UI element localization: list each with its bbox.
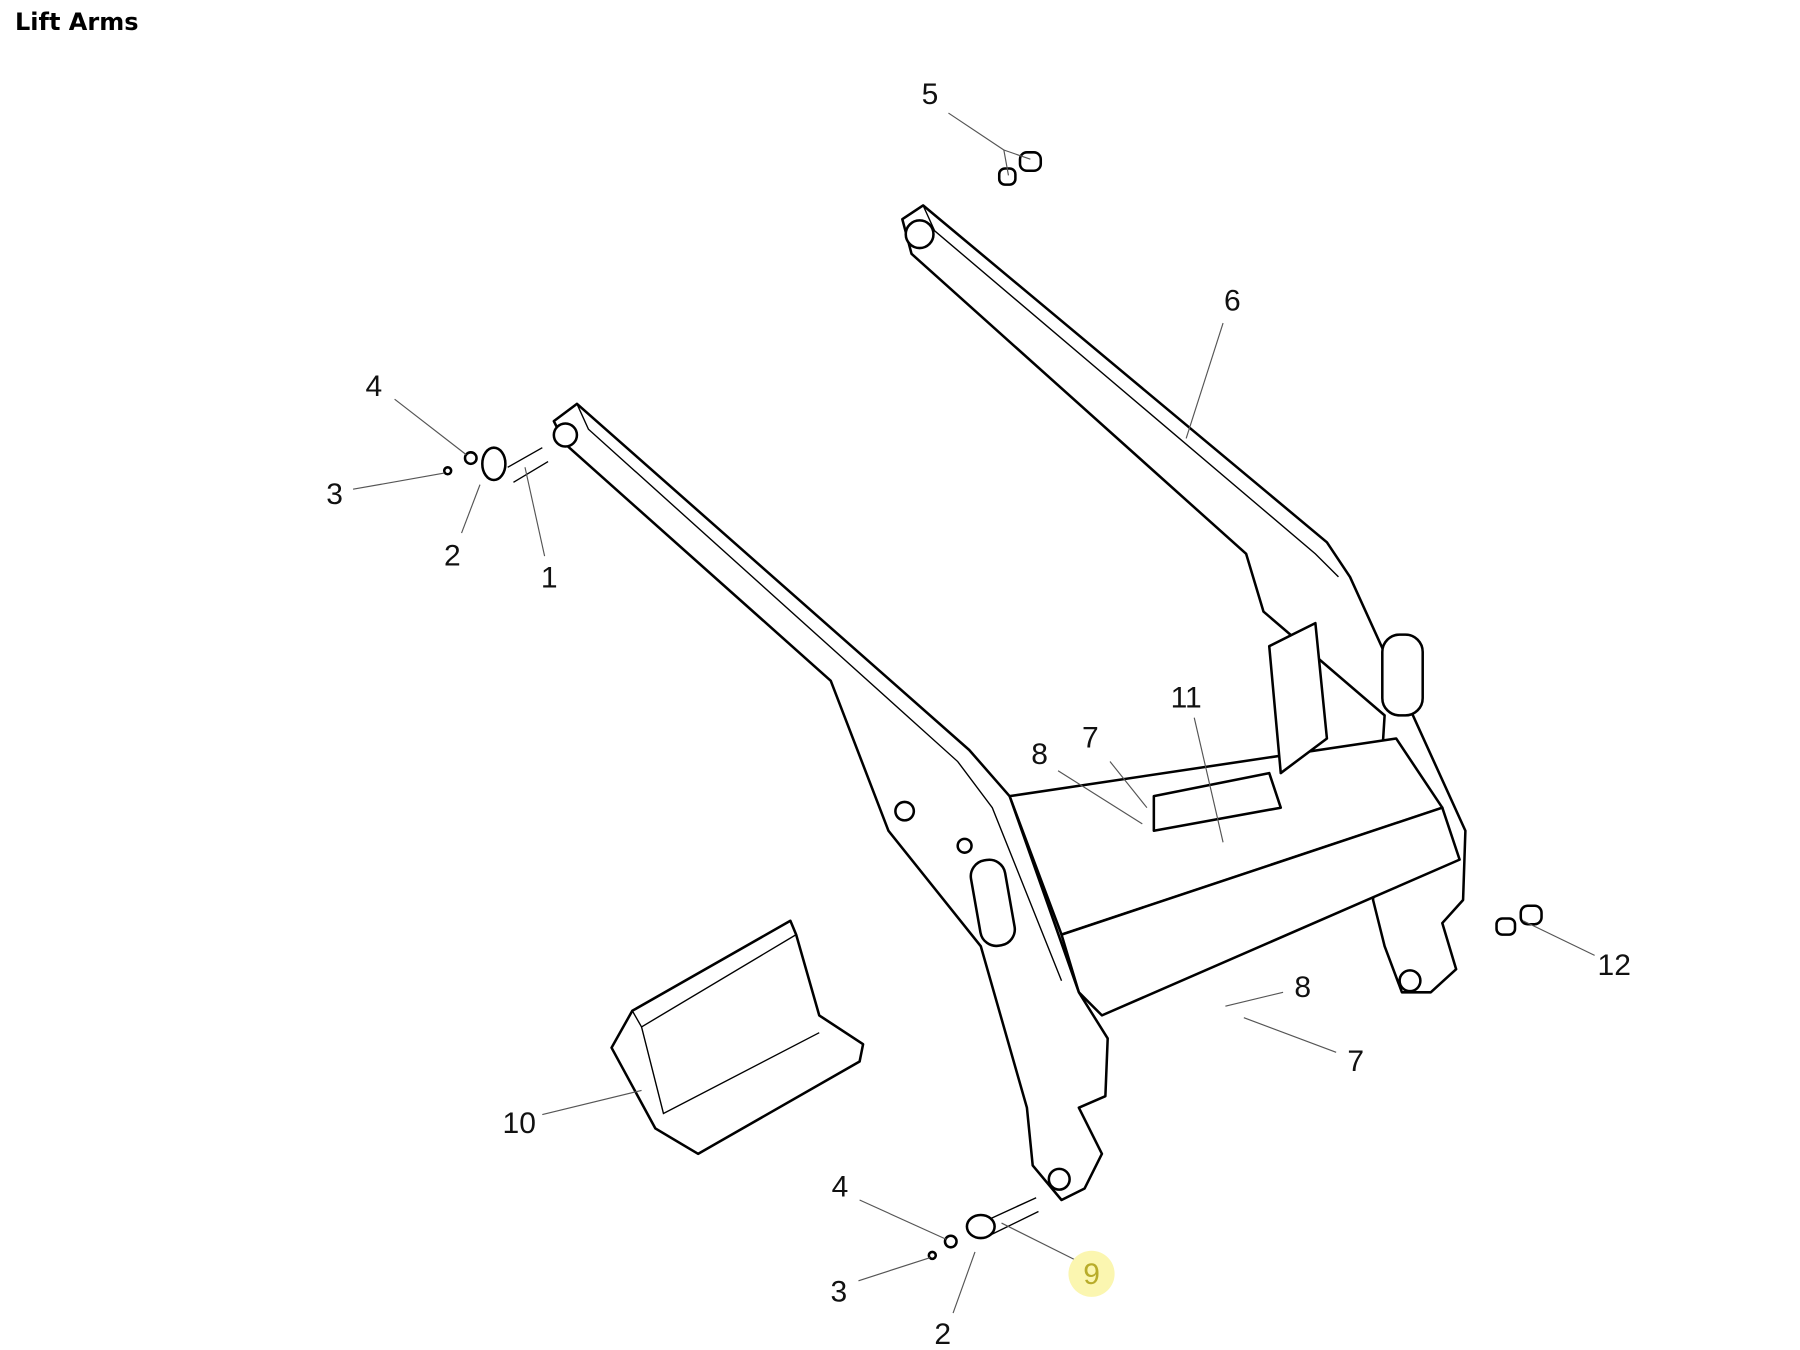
callout-10[interactable]: 10 — [503, 1107, 536, 1140]
callout-2-bottom[interactable]: 2 — [934, 1318, 951, 1350]
callout-12[interactable]: 12 — [1598, 949, 1631, 982]
callout-4-bottom[interactable]: 4 — [832, 1171, 849, 1204]
callout-5[interactable]: 5 — [922, 78, 939, 111]
callout-6[interactable]: 6 — [1224, 284, 1241, 317]
callout-11[interactable]: 11 — [1171, 681, 1202, 714]
left-lift-arm — [552, 402, 1109, 1202]
callout-3-bottom[interactable]: 3 — [831, 1276, 848, 1309]
callout-1[interactable]: 1 — [541, 561, 558, 594]
callout-8-top[interactable]: 8 — [1031, 738, 1048, 771]
callout-9[interactable]: 9 — [1083, 1258, 1100, 1291]
callout-9-highlight — [1068, 1250, 1115, 1297]
right-lift-arm — [901, 204, 1467, 994]
callouts: 5 6 4 3 2 1 11 7 8 12 8 7 10 4 3 2 9 — [326, 78, 1631, 1350]
callout-4-top[interactable]: 4 — [366, 370, 383, 403]
step-plate — [610, 919, 865, 1156]
callout-3-top[interactable]: 3 — [326, 478, 343, 511]
leader-lines — [352, 112, 1595, 1314]
callout-7-top[interactable]: 7 — [1082, 722, 1099, 755]
page-title: Lift Arms — [15, 8, 139, 36]
callout-8-bottom[interactable]: 8 — [1294, 971, 1311, 1004]
cross-tube — [1008, 621, 1461, 1017]
hardware — [442, 151, 1543, 1261]
callout-7-bottom[interactable]: 7 — [1347, 1045, 1364, 1078]
callout-2-top[interactable]: 2 — [444, 539, 461, 572]
